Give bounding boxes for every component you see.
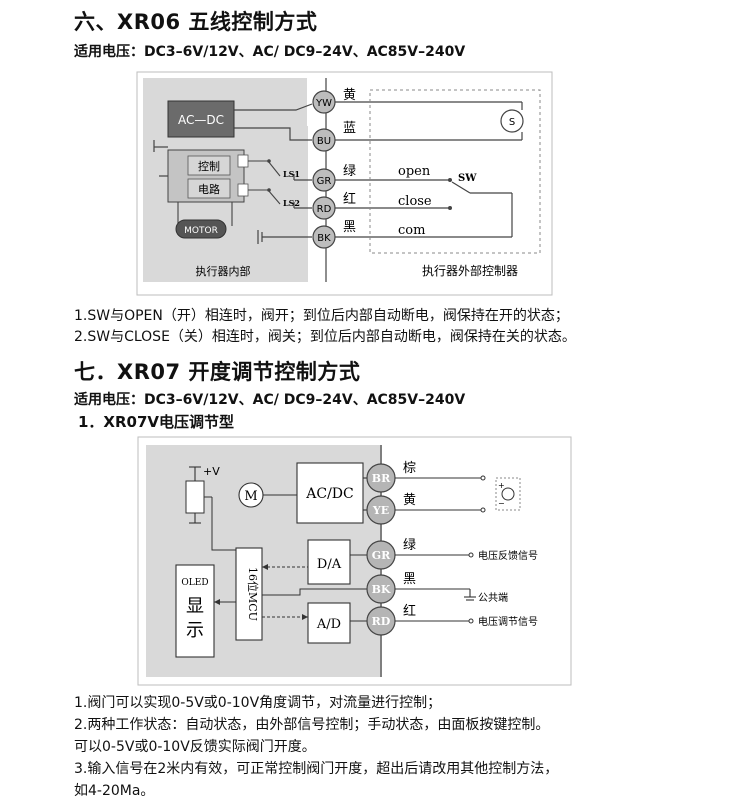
- svg-text:+: +: [498, 481, 505, 490]
- svg-text:绿: 绿: [403, 538, 416, 553]
- adjust-signal-label: 电压调节信号: [478, 615, 538, 628]
- com-label: com: [398, 223, 425, 238]
- sw-switch-arm: [451, 181, 471, 194]
- ls1-label: LS1: [283, 169, 300, 179]
- section6-voltage: 适用电压：DC3–6V/12V、AC/ DC9–24V、AC85V–240V: [74, 44, 466, 60]
- mcu-module: [235, 547, 263, 641]
- label-black: 黑: [343, 220, 356, 235]
- svg-text:红: 红: [403, 603, 416, 619]
- oled-display: [175, 564, 215, 658]
- ls2-label: LS2: [283, 198, 300, 208]
- svg-text:电路: 电路: [198, 183, 220, 196]
- motor-label: MOTOR: [184, 226, 218, 236]
- motor-block: [175, 219, 227, 239]
- label-yellow: 黄: [343, 88, 356, 103]
- oled-label: OLED: [181, 578, 208, 588]
- control-label: 控制: [198, 159, 220, 173]
- outside-label: 执行器外部控制器: [422, 263, 518, 278]
- svg-text:黄: 黄: [403, 493, 416, 508]
- label-red: 红: [343, 191, 356, 207]
- feedback-signal-label: 电压反馈信号: [478, 549, 538, 562]
- svg-text:GR: GR: [317, 176, 332, 187]
- common-label: 公共端: [478, 591, 508, 604]
- svg-text:−: −: [498, 499, 505, 508]
- svg-text:BK: BK: [372, 583, 391, 596]
- da-label: D/A: [317, 557, 342, 572]
- section6-note-1: 1.SW与OPEN（开）相连时，阀开；到位后内部自动断电，阀保持在开的状态；: [74, 308, 569, 324]
- section6-title: 六、XR06 五线控制方式: [74, 10, 318, 34]
- section7-note-1: 1.阀门可以实现0-5V或0-10V角度调节，对流量进行控制；: [74, 695, 442, 711]
- svg-text:RD: RD: [372, 615, 391, 628]
- close-label: close: [398, 194, 432, 209]
- svg-text:YE: YE: [372, 504, 389, 517]
- svg-text:黑: 黑: [403, 572, 416, 587]
- ad-label: A/D: [316, 617, 341, 632]
- section7-voltage: 适用电压：DC3–6V/12V、AC/ DC9–24V、AC85V–240V: [74, 392, 466, 408]
- acdc7-label: AC/DC: [305, 486, 353, 502]
- display-char-2: 示: [186, 620, 204, 641]
- acdc-label: AC—DC: [178, 113, 224, 127]
- svg-text:BR: BR: [372, 472, 391, 485]
- plus-v-label: +V: [203, 465, 220, 478]
- label-blue: 蓝: [343, 121, 356, 136]
- section7-subtitle: 1．XR07V电压调节型: [78, 413, 235, 431]
- ad-converter: [307, 602, 351, 644]
- mcu-label: 16位MCU: [246, 567, 260, 621]
- section7-note-2: 2.两种工作状态：自动状态，由外部信号控制；手动状态，由面板按键控制。: [74, 717, 550, 733]
- svg-text:YW: YW: [315, 98, 332, 109]
- da-converter: [307, 539, 351, 585]
- power-source-symbol: [500, 109, 524, 133]
- svg-text:S: S: [509, 117, 515, 128]
- label-green: 绿: [343, 164, 356, 179]
- svg-text:棕: 棕: [403, 461, 416, 476]
- svg-text:BU: BU: [317, 136, 331, 147]
- section7-note-5: 如4-20Ma。: [74, 783, 155, 799]
- potentiometer: [185, 480, 205, 514]
- ac-source-symbol: [501, 487, 515, 501]
- sw-label: SW: [458, 173, 477, 184]
- svg-text:GR: GR: [372, 549, 391, 562]
- svg-text:RD: RD: [317, 204, 332, 215]
- svg-text:BK: BK: [317, 233, 331, 244]
- external-controller-box: [369, 89, 541, 254]
- display-char-1: 显: [186, 596, 204, 617]
- terminals6: YW BU GR RD BK: [312, 90, 336, 249]
- section6-note-2: 2.SW与CLOSE（关）相连时，阀关；到位后内部自动断电，阀保持在关的状态。: [74, 329, 576, 345]
- inside-label: 执行器内部: [196, 264, 251, 278]
- acdc-box: [167, 100, 235, 138]
- section7-note-4: 3.输入信号在2米内有效，可正常控制阀门开度，超出后请改用其他控制方法，: [74, 761, 559, 777]
- acdc-module: [296, 462, 364, 524]
- section7-note-3: 可以0-5V或0-10V反馈实际阀门开度。: [74, 739, 316, 755]
- motor-m-label: M: [244, 489, 257, 504]
- section7-title: 七．XR07 开度调节控制方式: [74, 360, 361, 384]
- open-label: open: [398, 164, 431, 179]
